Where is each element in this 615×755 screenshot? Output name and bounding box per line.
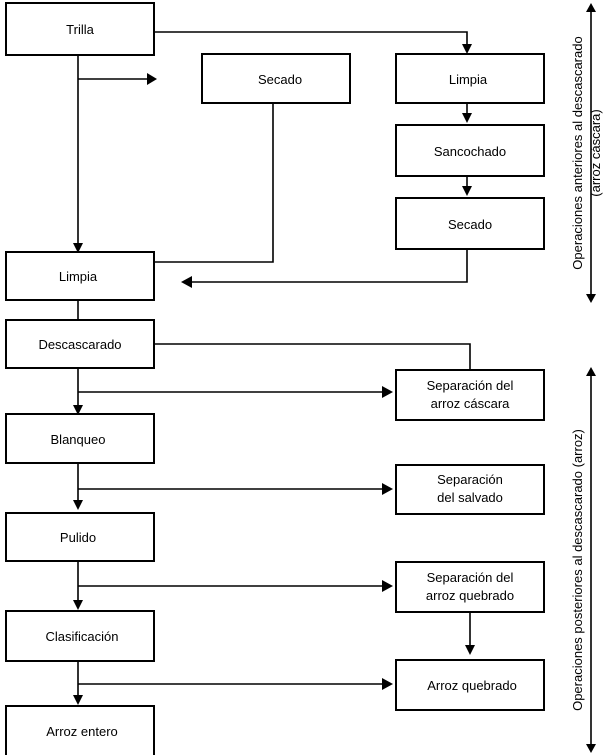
arrowhead-up (586, 3, 596, 12)
arrowhead-down (586, 744, 596, 753)
arrowhead-down (586, 294, 596, 303)
node-label-line1: Separación del (427, 570, 514, 585)
side-bracket-after (586, 367, 596, 753)
node-label: Blanqueo (51, 432, 106, 447)
node-separacion-quebrado: Separación del arroz quebrado (395, 561, 545, 613)
node-label: Arroz quebrado (427, 678, 517, 693)
arrowhead-down (462, 113, 472, 123)
node-label: Limpia (59, 269, 98, 284)
node-limpia: Limpia (5, 251, 155, 301)
node-label: Secado (448, 217, 492, 232)
node-label: Limpia (449, 72, 488, 87)
arrowhead-left (181, 276, 192, 288)
node-label: Trilla (66, 22, 94, 37)
node-label-line1: Separación del (427, 378, 514, 393)
side-bracket-before (586, 3, 596, 303)
node-label: Sancochado (434, 144, 506, 159)
node-secado-a: Secado (201, 53, 351, 104)
node-label-line2: arroz quebrado (426, 588, 514, 603)
arrowhead-right (147, 73, 157, 85)
node-label: Clasificación (46, 629, 119, 644)
node-secado-b: Secado (395, 197, 545, 250)
arrowhead-down (465, 645, 475, 655)
side-label-before-line1: Operaciones anteriores al descascarado (570, 36, 585, 269)
node-trilla: Trilla (5, 2, 155, 56)
node-sancochado: Sancochado (395, 124, 545, 177)
arrowhead-down (73, 600, 83, 610)
side-label-before-line2: (arroz cáscara) (588, 109, 603, 196)
arrowhead-right (382, 483, 393, 495)
arrowhead-down (462, 186, 472, 196)
node-blanqueo: Blanqueo (5, 413, 155, 464)
node-label-line2: del salvado (437, 490, 503, 505)
arrowhead-down (73, 500, 83, 510)
node-separacion-cascara: Separación del arroz cáscara (395, 369, 545, 421)
node-label: Arroz entero (46, 724, 118, 739)
arrowhead-right (382, 386, 393, 398)
node-label: Pulido (60, 530, 96, 545)
node-label-line1: Separación (437, 472, 503, 487)
node-label: Secado (258, 72, 302, 87)
arrowhead-right (382, 580, 393, 592)
node-descascarado: Descascarado (5, 319, 155, 369)
node-separacion-salvado: Separación del salvado (395, 464, 545, 515)
node-clasificacion: Clasificación (5, 610, 155, 662)
edge-trilla-to-limpia-b (154, 31, 468, 46)
arrowhead-up (586, 367, 596, 376)
side-label-after: Operaciones posteriores al descascarado … (570, 429, 585, 711)
node-limpia-b: Limpia (395, 53, 545, 104)
arrowhead-down (462, 44, 472, 54)
arrowhead-down (73, 405, 83, 415)
edge-secado-b-to-limpia (191, 249, 468, 283)
arrowhead-down (73, 695, 83, 705)
node-label-line2: arroz cáscara (431, 396, 511, 411)
edge-descascarado-to-sep-cascara (154, 343, 471, 371)
node-arroz-quebrado: Arroz quebrado (395, 659, 545, 711)
node-pulido: Pulido (5, 512, 155, 562)
arrowhead-down (73, 243, 83, 253)
connectors (77, 31, 471, 698)
node-arroz-entero: Arroz entero (5, 705, 155, 755)
arrowhead-right (382, 678, 393, 690)
arrowheads (73, 44, 475, 705)
edge-secado-a-to-limpia (154, 103, 274, 263)
node-label: Descascarado (38, 337, 121, 352)
